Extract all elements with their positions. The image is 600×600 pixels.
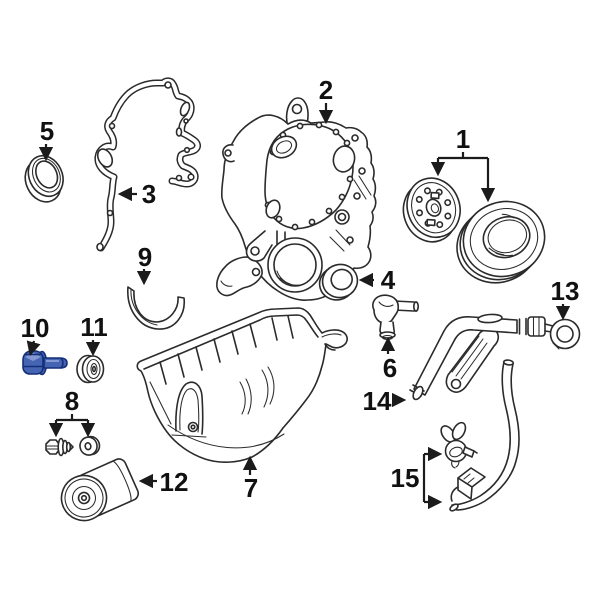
part-15-hose-assembly-drawing[interactable]: [438, 359, 520, 512]
part-13-14-dipstick-assembly-drawing[interactable]: [409, 313, 581, 401]
part-12-oil-filter-drawing[interactable]: [54, 456, 140, 527]
svg-text:13: 13: [551, 276, 580, 306]
callout-7[interactable]: 7: [242, 455, 258, 503]
callout-3[interactable]: 3: [117, 179, 156, 209]
part-8-fasteners-drawing[interactable]: [45, 435, 101, 457]
svg-text:12: 12: [160, 467, 189, 497]
part-3-gasket-drawing[interactable]: [94, 77, 201, 252]
callout-2[interactable]: 2: [319, 75, 333, 125]
svg-text:1: 1: [456, 124, 470, 154]
callout-5[interactable]: 5: [38, 116, 54, 162]
svg-text:5: 5: [40, 116, 54, 146]
callout-12[interactable]: 12: [138, 467, 189, 497]
callout-1[interactable]: 1: [430, 124, 496, 203]
callout-8[interactable]: 8: [48, 386, 96, 438]
part-2-timing-cover-drawing[interactable]: [216, 97, 377, 301]
callout-11[interactable]: 11: [80, 312, 108, 357]
svg-text:7: 7: [244, 473, 258, 503]
svg-text:8: 8: [65, 386, 79, 416]
part-7-oil-pan-drawing[interactable]: [136, 307, 348, 463]
svg-text:10: 10: [21, 313, 50, 343]
part-9-half-seal-drawing[interactable]: [127, 286, 185, 330]
part-1-damper-pulley-drawing[interactable]: [394, 171, 555, 294]
callout-15[interactable]: 15: [391, 446, 443, 510]
svg-text:3: 3: [142, 179, 156, 209]
svg-text:15: 15: [391, 463, 420, 493]
svg-text:2: 2: [319, 75, 333, 105]
callout-13[interactable]: 13: [551, 276, 580, 321]
part-10-bolt-drawing[interactable]: [22, 350, 68, 376]
callout-4[interactable]: 4: [358, 265, 396, 295]
svg-text:9: 9: [138, 242, 152, 272]
callout-14[interactable]: 14: [363, 386, 407, 416]
part-5-seal-drawing[interactable]: [17, 150, 71, 208]
part-11-grommet-drawing[interactable]: [76, 354, 105, 384]
svg-text:11: 11: [80, 312, 108, 342]
svg-text:4: 4: [381, 265, 396, 295]
part-4-seal-drawing[interactable]: [315, 261, 361, 304]
svg-text:6: 6: [383, 353, 397, 383]
callout-10[interactable]: 10: [21, 313, 50, 357]
part-6-fitting-drawing[interactable]: [372, 294, 419, 341]
callout-6[interactable]: 6: [380, 336, 397, 383]
svg-text:14: 14: [363, 386, 392, 416]
callout-9[interactable]: 9: [136, 242, 152, 286]
